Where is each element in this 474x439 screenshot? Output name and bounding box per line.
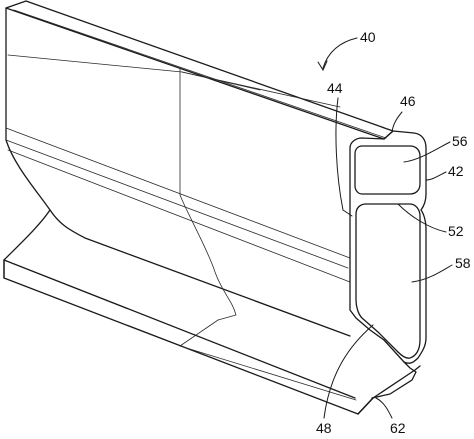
top-surface-highlight — [13, 9, 387, 139]
leader-58 — [411, 264, 453, 283]
ref-48: 48 — [316, 420, 332, 436]
ref-52: 52 — [448, 223, 464, 239]
ref-46: 46 — [400, 93, 416, 109]
ref-56: 56 — [452, 133, 468, 149]
web-fold-line — [5, 139, 349, 269]
leader-62 — [375, 397, 393, 419]
top-surface-edge — [5, 0, 394, 140]
ref-62: 62 — [390, 420, 406, 436]
ref-58: 58 — [455, 255, 471, 271]
rail-body — [3, 0, 421, 415]
lower-chamber — [355, 203, 421, 359]
leader-42 — [425, 171, 447, 181]
ref-42: 42 — [448, 163, 464, 179]
upper-body-line-2 — [181, 71, 261, 91]
leader-48 — [323, 324, 374, 419]
base-plate-top-edge — [3, 259, 356, 399]
base-flange-edge — [357, 397, 374, 415]
profile-outer — [349, 130, 427, 364]
leader-44 — [335, 97, 353, 217]
web-fold-line-2 — [7, 149, 351, 283]
end-profile — [349, 130, 427, 415]
leader-56 — [403, 141, 451, 163]
reference-labels: 40 44 46 56 42 52 58 48 62 — [316, 29, 471, 436]
base-seam — [179, 345, 357, 401]
center-seam — [179, 67, 237, 347]
leader-46 — [391, 111, 403, 133]
leader-40 — [322, 37, 358, 69]
web-fold-line-3 — [5, 127, 351, 259]
leader-52 — [397, 203, 447, 233]
upper-body-line — [7, 54, 341, 108]
ref-40: 40 — [360, 29, 376, 45]
upper-chamber — [354, 145, 421, 195]
left-end-face — [3, 7, 51, 279]
arrowhead-40 — [317, 60, 328, 72]
base-plate — [3, 259, 421, 415]
base-flange — [371, 339, 417, 399]
ref-44: 44 — [327, 80, 343, 96]
web-lower-edge — [49, 209, 351, 337]
